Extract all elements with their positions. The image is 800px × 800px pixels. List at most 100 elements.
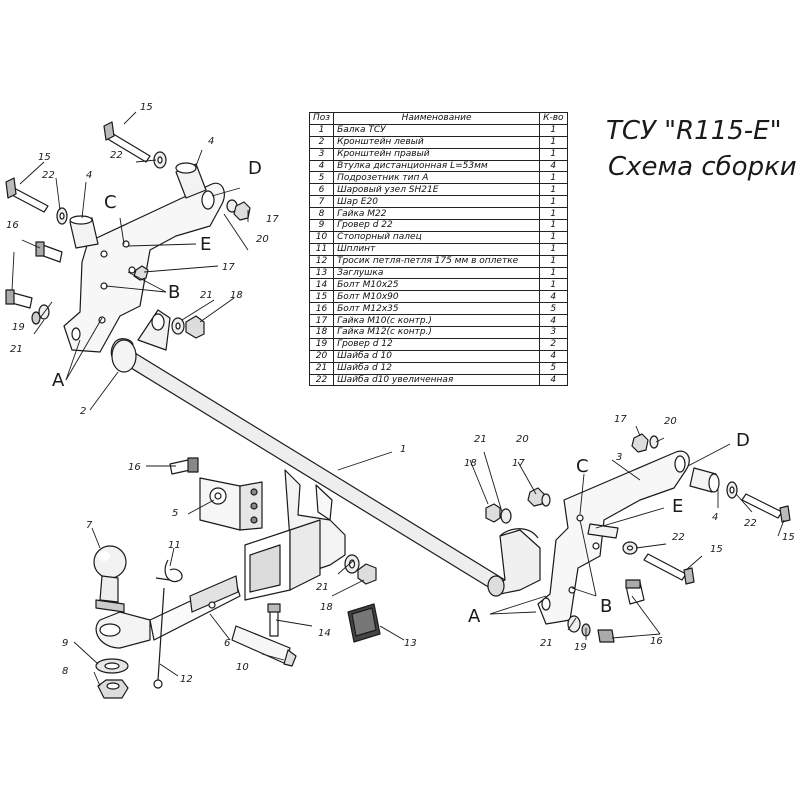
- parts-cell-qty: 4: [539, 349, 568, 363]
- callout-15-left: 15: [38, 152, 51, 163]
- callout-15-far-right: 15: [782, 532, 795, 543]
- callout-9: 9: [62, 638, 68, 649]
- bolt-16-left-a: [35, 241, 63, 263]
- parts-cell-pos: 12: [308, 254, 335, 268]
- bolt-15-right: [643, 553, 695, 585]
- callout-letter-e-right: E: [672, 496, 683, 517]
- callout-17-right-mid: 17: [512, 458, 525, 469]
- nut-17-right-top: [631, 433, 649, 453]
- safety-cable: [153, 587, 165, 689]
- tow-ball-assembly: [93, 545, 241, 649]
- callout-letter-b-right: B: [600, 596, 612, 617]
- callout-4-right: 4: [712, 512, 718, 523]
- spacer-sleeve-right-inner: [587, 523, 619, 539]
- callout-4-top: 4: [208, 136, 214, 147]
- callout-14: 14: [318, 628, 331, 639]
- callout-1: 1: [400, 444, 406, 455]
- leader-lines: [11, 111, 785, 687]
- parts-cell-name: Болт М12х35: [333, 302, 541, 316]
- callout-21-right-lower: 21: [540, 638, 553, 649]
- col-header-qty: К-во: [539, 112, 568, 125]
- washer-22: [95, 658, 129, 674]
- callout-letter-b-left: B: [168, 282, 180, 303]
- parts-cell-pos: 18: [308, 326, 335, 339]
- parts-cell-qty: 2: [539, 337, 568, 351]
- callout-16-right: 16: [650, 636, 663, 647]
- center-bracket: [244, 469, 346, 601]
- bolt-16-center: [169, 457, 199, 475]
- lock-pin: [231, 625, 297, 667]
- callout-8: 8: [62, 666, 68, 677]
- diagram-subtitle: Схема сборки: [608, 152, 797, 182]
- parts-cell-qty: 1: [539, 266, 568, 280]
- callout-10: 10: [236, 662, 249, 673]
- parts-cell-qty: 4: [539, 314, 568, 328]
- washer-21-center: [344, 554, 360, 574]
- col-header-pos: Поз: [308, 112, 335, 125]
- callout-letter-c-left: C: [104, 192, 117, 213]
- callout-letter-a-left: A: [52, 370, 65, 391]
- washer-22-left: [56, 207, 68, 225]
- parts-cell-pos: 19: [308, 337, 335, 351]
- parts-cell-pos: 20: [308, 349, 335, 363]
- washer-22-right-inner: [622, 541, 638, 555]
- washer-21-right: [500, 508, 512, 524]
- diagram-title: ТСУ "R115-E": [606, 116, 782, 146]
- nut-17-right-mid: [527, 487, 545, 507]
- callout-18-right: 18: [464, 458, 477, 469]
- callout-3: 3: [616, 452, 622, 463]
- parts-cell-name: Шайба d10 увеличенная: [333, 373, 541, 387]
- letter-callouts: A B C D E A B C D E: [52, 158, 750, 627]
- callout-17-left: 17: [266, 214, 279, 225]
- washer-21-left: [171, 317, 185, 335]
- bolt-15-top: [103, 121, 151, 163]
- callout-6: 6: [224, 638, 230, 649]
- nut-18-center: [357, 563, 377, 585]
- callout-11: 11: [168, 540, 181, 551]
- parts-cell-pos: 13: [308, 266, 335, 280]
- bolt-16-right-a: [625, 579, 645, 605]
- callout-letter-c-right: C: [576, 456, 589, 477]
- washer-22-far-right: [726, 481, 738, 499]
- parts-cell-name: Заглушка: [333, 266, 541, 280]
- right-bracket: [537, 450, 690, 625]
- parts-cell-qty: 1: [539, 254, 568, 268]
- callout-letter-e-left: E: [200, 234, 211, 255]
- spacer-sleeve-top: [175, 162, 207, 199]
- bolt-14: [267, 603, 281, 637]
- socket-plate: [199, 477, 263, 531]
- bolt-16-right-b: [597, 629, 615, 643]
- callout-21-lower-left: 21: [10, 344, 23, 355]
- callout-20-left: 20: [256, 234, 269, 245]
- parts-cell-pos: 21: [308, 361, 335, 375]
- callout-21-right: 21: [474, 434, 487, 445]
- callout-18-center: 18: [320, 602, 333, 613]
- callout-15-right: 15: [710, 544, 723, 555]
- callout-22-right: 22: [672, 532, 685, 543]
- callout-21-center: 21: [316, 582, 329, 593]
- parts-cell-qty: 5: [539, 302, 568, 316]
- parts-cell-qty: 4: [539, 373, 568, 387]
- parts-cell-qty: 1: [539, 278, 568, 292]
- callout-22-top: 22: [110, 150, 123, 161]
- callout-16-left: 16: [6, 220, 19, 231]
- callout-16-center: 16: [128, 462, 141, 473]
- callout-letter-d-right: D: [736, 430, 750, 451]
- parts-cell-pos: 15: [308, 290, 335, 304]
- callout-5: 5: [172, 508, 178, 519]
- nut-18-left: [185, 315, 205, 339]
- bolt-15-left: [5, 177, 49, 213]
- parts-cell-qty: 5: [539, 361, 568, 375]
